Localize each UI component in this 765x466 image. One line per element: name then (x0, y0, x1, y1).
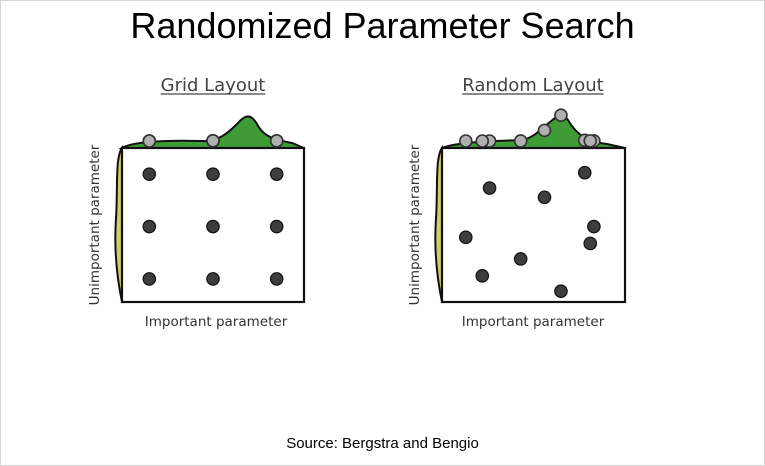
marginal-marker (513, 134, 528, 148)
marginal-marker (206, 133, 220, 148)
important-parameter-distribution (118, 115, 305, 149)
sample-point (142, 272, 157, 286)
sample-point (142, 219, 157, 234)
x-axis-label: Important parameter (145, 314, 288, 330)
sample-point (577, 165, 592, 180)
plot-frame (120, 146, 306, 304)
source-caption: Source: Bergstra and Bengio (286, 435, 479, 452)
sample-point (482, 181, 497, 195)
marginal-marker (269, 134, 284, 148)
unimportant-parameter-distribution (114, 144, 123, 303)
panel-title: Random Layout (462, 75, 603, 96)
sample-point (142, 167, 157, 181)
sample-point (269, 219, 284, 234)
sample-point (206, 167, 220, 181)
marginal-marker (458, 134, 473, 148)
sample-point (206, 272, 220, 286)
sample-point (587, 219, 601, 234)
unimportant-parameter-distribution (434, 144, 443, 303)
sample-point (583, 236, 598, 251)
marginal-marker (142, 134, 157, 148)
x-axis-label: Important parameter (462, 314, 605, 330)
sample-point (537, 190, 552, 205)
marginal-marker (475, 134, 490, 148)
sample-point (554, 284, 568, 299)
sample-point (206, 219, 220, 234)
y-axis-label: Unimportant parameter (87, 144, 103, 305)
sample-point (269, 167, 284, 181)
sample-point (475, 269, 490, 283)
slide-title: Randomized Parameter Search (130, 5, 635, 46)
sample-point (458, 230, 473, 245)
y-axis-label: Unimportant parameter (407, 144, 423, 305)
marginal-marker (537, 123, 552, 138)
sample-point (269, 272, 284, 286)
marginal-marker (554, 108, 568, 122)
plot-frame (440, 146, 627, 304)
sample-point (513, 252, 528, 266)
marginal-marker (583, 134, 598, 148)
panel-title: Grid Layout (161, 75, 266, 96)
